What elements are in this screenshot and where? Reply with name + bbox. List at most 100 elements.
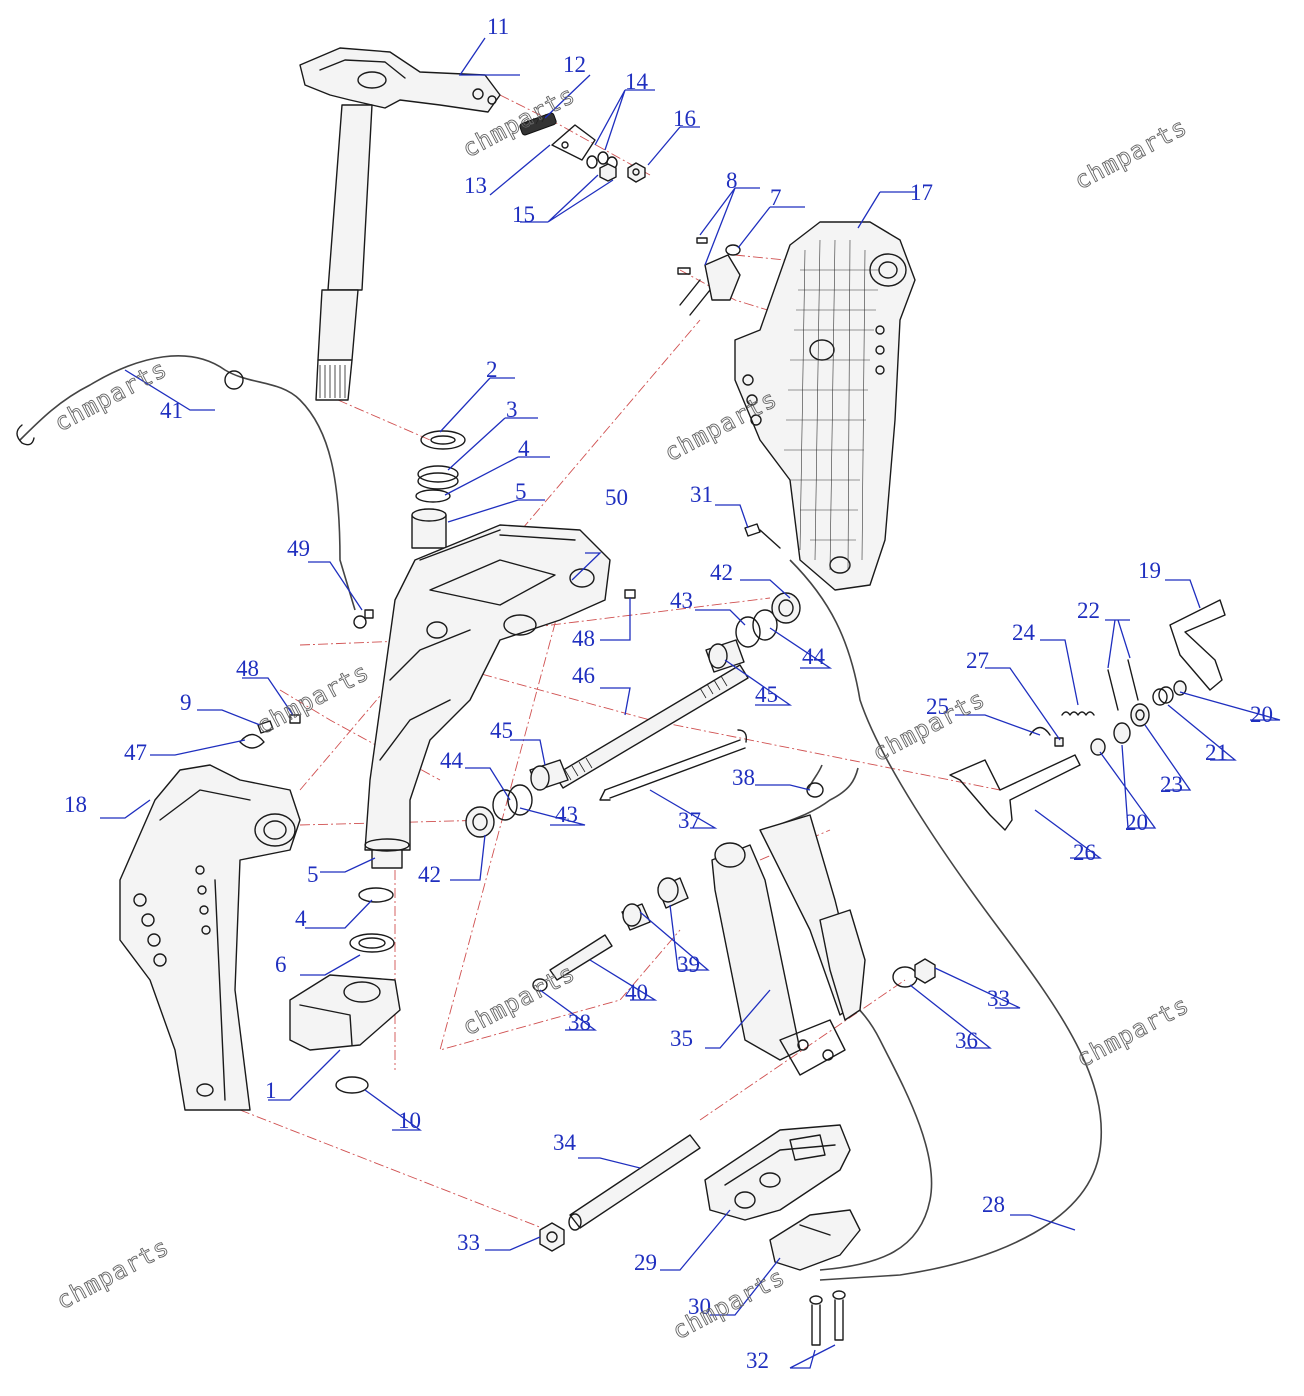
bushing-3 [417, 465, 459, 490]
clip-47 [239, 733, 265, 749]
nut-42-left [465, 806, 495, 838]
clamp-bracket-17-grid [784, 239, 880, 571]
bracket-13 [551, 124, 596, 161]
callout-24: 24 [1012, 620, 1036, 645]
callout-32: 32 [746, 1348, 769, 1373]
watermark-7: chmparts [458, 959, 580, 1042]
callout-3: 3 [506, 397, 518, 422]
callout-22: 22 [1077, 598, 1100, 623]
washer-6 [349, 933, 395, 953]
callout-1: 1 [265, 1078, 277, 1103]
steering-arm-11 [299, 47, 501, 401]
callout-4-upper: 4 [518, 436, 530, 461]
callout-11: 11 [487, 14, 509, 39]
ring-4-upper [415, 489, 451, 503]
tilt-shaft-46 [554, 664, 749, 789]
callout-18: 18 [64, 792, 87, 817]
callout-43-right: 43 [670, 588, 693, 613]
callout-14: 14 [625, 69, 649, 94]
clip-38-upper [806, 782, 824, 798]
washer-36 [892, 966, 918, 988]
callout-16: 16 [673, 106, 696, 131]
washers-14-15 [586, 151, 618, 182]
callout-40: 40 [625, 980, 648, 1005]
bolt-48-right [624, 589, 636, 599]
rod-37 [599, 729, 748, 801]
bushing-7 [725, 244, 741, 256]
callout-5-upper: 5 [515, 479, 527, 504]
callout-35: 35 [670, 1026, 693, 1051]
bushings-20-left [1090, 722, 1131, 756]
nut-33-left [539, 1222, 565, 1252]
callout-42-right: 42 [710, 560, 733, 585]
stopper-29 [704, 1124, 851, 1221]
callout-48-left: 48 [236, 656, 259, 681]
collar-23 [1130, 703, 1150, 727]
screw-9 [257, 720, 274, 734]
callout-4-lower: 4 [295, 906, 307, 931]
callout-39: 39 [677, 952, 700, 977]
ring-43-right [735, 616, 761, 648]
bushing-45-left [529, 759, 569, 791]
callout-46: 46 [572, 663, 595, 688]
wire-harness-41 [16, 355, 367, 629]
tilt-tube-34 [568, 1134, 701, 1231]
callout-49: 49 [287, 536, 310, 561]
callout-17: 17 [910, 180, 933, 205]
clamp-bracket-18 [119, 764, 301, 1111]
callout-50: 50 [605, 485, 628, 510]
bolts-32 [809, 1290, 846, 1346]
bolt-12 [519, 112, 557, 136]
callout-20-left: 20 [1125, 810, 1148, 835]
callout-numbers: 1 2 3 4 4 5 5 6 7 8 9 10 11 12 13 14 15 … [64, 14, 1273, 1373]
clamp-bracket-17 [734, 221, 916, 591]
pin-40 [549, 934, 613, 981]
nut-33-right [914, 958, 936, 984]
screw-49 [364, 609, 374, 619]
steering-bracket-1 [289, 974, 401, 1051]
ring-44-left [507, 784, 533, 816]
callout-44-right: 44 [802, 644, 826, 669]
callout-9: 9 [180, 690, 192, 715]
callout-13: 13 [464, 173, 487, 198]
callout-23: 23 [1160, 772, 1183, 797]
callout-37: 37 [678, 808, 701, 833]
callout-5-lower: 5 [307, 862, 319, 887]
watermarks: chmparts chmparts chmparts chmparts chmp… [49, 80, 1194, 1346]
callout-20-right: 20 [1250, 702, 1273, 727]
callout-47: 47 [124, 740, 147, 765]
nut-42-right [771, 592, 801, 624]
bushing-5-upper [411, 508, 447, 549]
watermark-5: chmparts [252, 658, 374, 741]
bolt-31 [744, 523, 781, 549]
swivel-bracket-50 [364, 524, 611, 852]
nut-16 [627, 162, 646, 183]
callout-34: 34 [553, 1130, 577, 1155]
callout-42-left: 42 [418, 862, 441, 887]
bolts-8 [677, 237, 741, 316]
callout-44-left: 44 [440, 748, 464, 773]
wire-harness-28 [789, 559, 1102, 1281]
callout-43-left: 43 [555, 802, 578, 827]
callout-38-lower: 38 [568, 1010, 591, 1035]
watermark-9: chmparts [52, 1233, 174, 1316]
spring-21 [1152, 686, 1174, 706]
callout-21: 21 [1205, 740, 1228, 765]
lever-19 [1169, 599, 1226, 691]
bushing-20-right [1173, 680, 1187, 696]
clip-38-lower [532, 978, 548, 992]
watermark-8: chmparts [1072, 991, 1194, 1074]
callout-15: 15 [512, 202, 535, 227]
callout-31: 31 [690, 482, 713, 507]
bolt-48-left [289, 714, 301, 724]
plate-30 [769, 1209, 861, 1271]
bushing-39-a [657, 877, 689, 909]
watermark-3: chmparts [50, 355, 172, 438]
callout-26: 26 [1073, 840, 1096, 865]
callout-10: 10 [398, 1108, 421, 1133]
callout-25: 25 [926, 694, 949, 719]
callout-45-left: 45 [490, 718, 513, 743]
callout-27: 27 [966, 648, 989, 673]
callout-45-right: 45 [755, 682, 778, 707]
